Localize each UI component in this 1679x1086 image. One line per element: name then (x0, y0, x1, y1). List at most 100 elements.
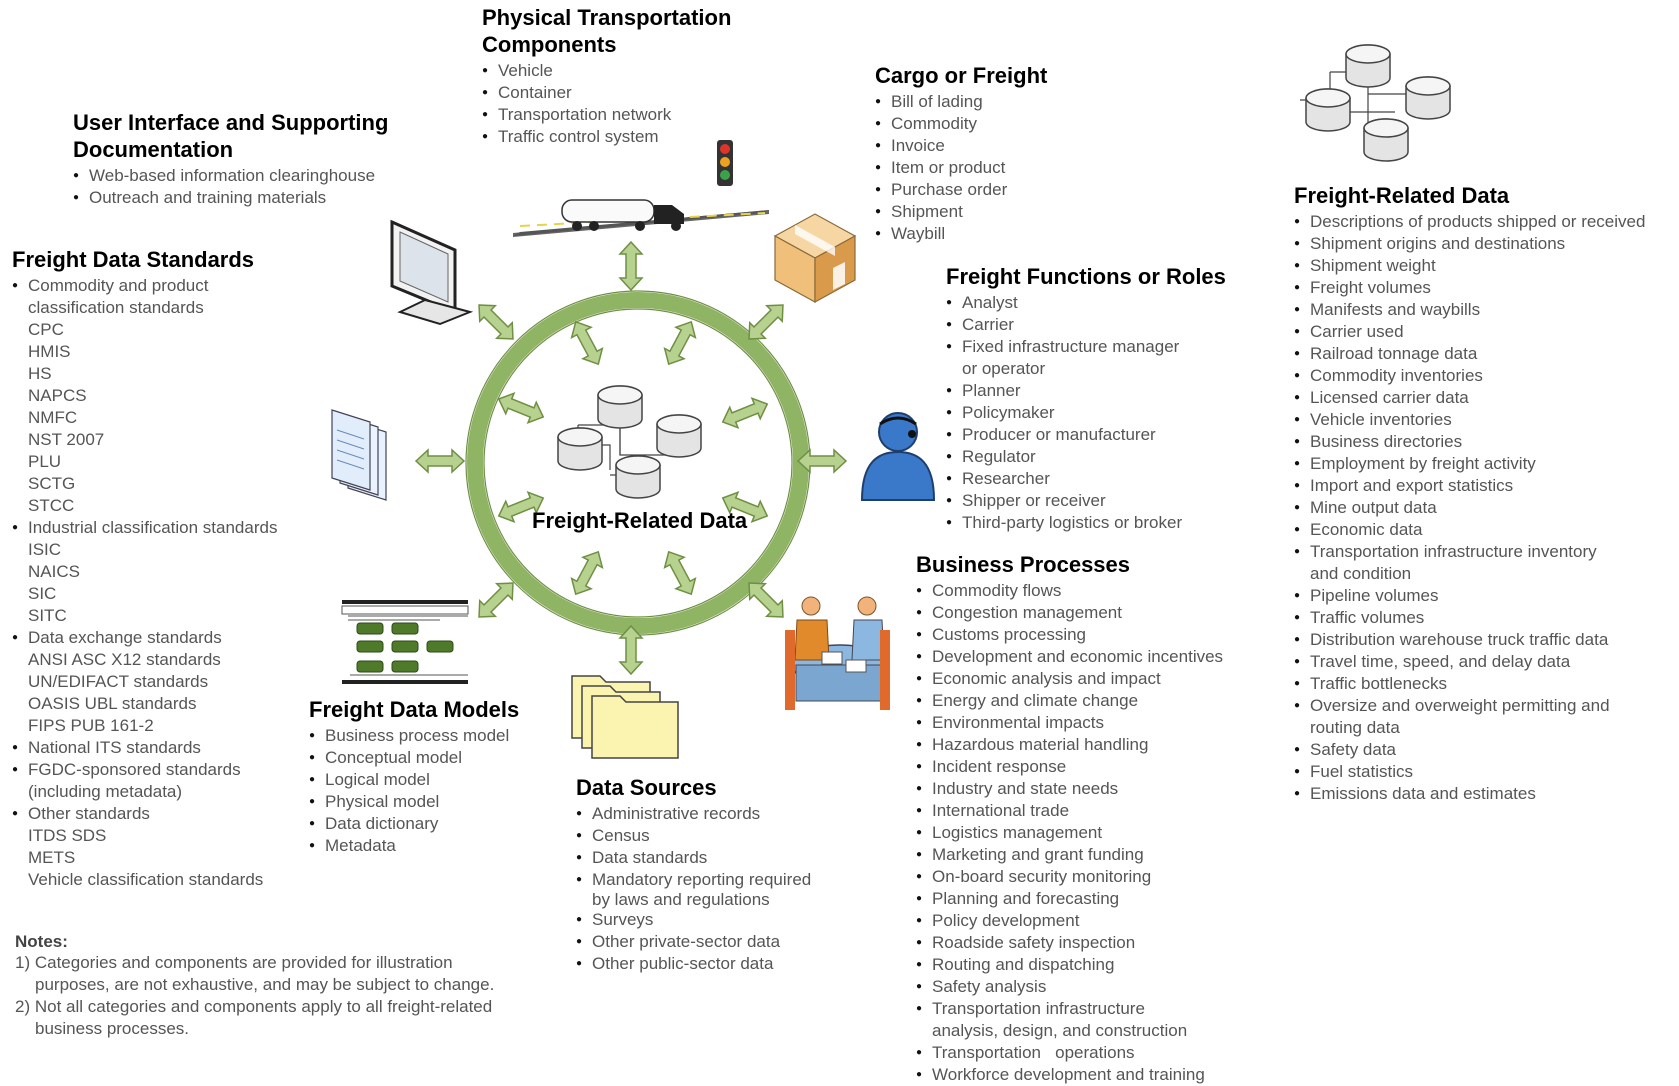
sub-item: FIPS PUB 161-2 (28, 716, 154, 735)
list-item: Import and export statistics (1294, 475, 1645, 497)
ui-section: User Interface and Supporting Documentat… (73, 109, 388, 209)
list-item: Business process model (309, 725, 519, 747)
list-item: Industrial classification standards (12, 517, 277, 539)
list-item: Data standards (576, 847, 811, 869)
list-item: Shipper or receiver (946, 490, 1226, 512)
list-item: Shipment origins and destinations (1294, 233, 1645, 255)
list-item: Transportation infrastructure inventorya… (1294, 541, 1645, 585)
models-list: Business process model Conceptual model … (309, 725, 519, 857)
sub-item: NST 2007 (28, 430, 105, 449)
list-item: Metadata (309, 835, 519, 857)
list-item: Development and economic incentives (916, 646, 1223, 668)
sub-item: ISIC (28, 540, 62, 559)
list-item: Incident response (916, 756, 1223, 778)
list-item: Energy and climate change (916, 690, 1223, 712)
list-item: Planning and forecasting (916, 888, 1223, 910)
list-item: Producer or manufacturer (946, 424, 1226, 446)
processes-list: Commodity flows Congestion management Cu… (916, 580, 1223, 1086)
frd-list: Descriptions of products shipped or rece… (1294, 211, 1645, 805)
documents-icon (331, 409, 387, 501)
list-item: Commodity inventories (1294, 365, 1645, 387)
notes-heading: Notes: (15, 932, 68, 951)
physical-components-section: Physical Transportation Components Vehic… (482, 4, 731, 148)
list-item: Transportation network (482, 104, 731, 126)
sub-item: SCTG (28, 474, 76, 493)
list-item: Traffic bottlenecks (1294, 673, 1645, 695)
person-icon (860, 412, 936, 501)
list-item: Safety analysis (916, 976, 1223, 998)
sources-list: Administrative records Census Data stand… (576, 803, 811, 975)
list-item: Emissions data and estimates (1294, 783, 1645, 805)
note-1-line-1: 1) Categories and components are provide… (15, 953, 453, 972)
list-item: Safety data (1294, 739, 1645, 761)
list-item: Oversize and overweight permitting andro… (1294, 695, 1645, 739)
list-item: Other private-sector data (576, 931, 811, 953)
list-item: Other public-sector data (576, 953, 811, 975)
list-item: Outreach and training materials (73, 187, 388, 209)
sub-item: Vehicle classification standards (28, 870, 264, 889)
list-item: Physical model (309, 791, 519, 813)
sub-item: HMIS (28, 342, 71, 361)
list-item: Surveys (576, 909, 811, 931)
sources-title: Data Sources (576, 775, 717, 800)
list-item: Regulator (946, 446, 1226, 468)
sub-item: NAPCS (28, 386, 87, 405)
list-item: Administrative records (576, 803, 811, 825)
list-item: Traffic control system (482, 126, 731, 148)
note-1-line-2: purposes, are not exhaustive, and may be… (35, 975, 495, 994)
list-item: Third-party logistics or broker (946, 512, 1226, 534)
list-item: Census (576, 825, 811, 847)
sub-item: SITC (28, 606, 67, 625)
list-item: Distribution warehouse truck traffic dat… (1294, 629, 1645, 651)
list-item: Marketing and grant funding (916, 844, 1223, 866)
ui-list: Web-based information clearinghouse Outr… (73, 165, 388, 209)
list-item: Carrier used (1294, 321, 1645, 343)
list-item: Waybill (875, 223, 1047, 245)
list-item: Manifests and waybills (1294, 299, 1645, 321)
sub-item: HS (28, 364, 52, 383)
list-item: International trade (916, 800, 1223, 822)
physical-title-1: Physical Transportation (482, 5, 732, 30)
list-item: Policymaker (946, 402, 1226, 424)
list-item: Item or product (875, 157, 1047, 179)
list-item: Policy development (916, 910, 1223, 932)
list-item: Descriptions of products shipped or rece… (1294, 211, 1645, 233)
meeting-icon (785, 596, 890, 710)
sub-item: STCC (28, 496, 75, 515)
note-2-line-2: business processes. (35, 1019, 190, 1038)
list-item: Environmental impacts (916, 712, 1223, 734)
frd-title: Freight-Related Data (1294, 183, 1510, 208)
data-model-icon (341, 600, 469, 684)
sub-item: OASIS UBL standards (28, 694, 197, 713)
list-item: Business directories (1294, 431, 1645, 453)
list-item: Economic data (1294, 519, 1645, 541)
processes-title: Business Processes (916, 552, 1131, 577)
sources-section: Data Sources Administrative records Cens… (576, 774, 811, 975)
sub-item: CPC (28, 320, 64, 339)
list-item: Planner (946, 380, 1226, 402)
list-item: Industry and state needs (916, 778, 1223, 800)
list-item: Data exchange standards (12, 627, 277, 649)
list-item: Licensed carrier data (1294, 387, 1645, 409)
list-item: Shipment (875, 201, 1047, 223)
list-item: Employment by freight activity (1294, 453, 1645, 475)
list-item: Workforce development and training (916, 1064, 1223, 1086)
roles-section: Freight Functions or Roles Analyst Carri… (946, 263, 1226, 534)
sub-item: UN/EDIFACT standards (28, 672, 209, 691)
list-item: Carrier (946, 314, 1226, 336)
list-item: Data dictionary (309, 813, 519, 835)
list-item: Other standards (12, 803, 277, 825)
sub-item: NAICS (28, 562, 80, 581)
list-item: Customs processing (916, 624, 1223, 646)
list-item: National ITS standards (12, 737, 277, 759)
list-item: Hazardous material handling (916, 734, 1223, 756)
list-item: Traffic volumes (1294, 607, 1645, 629)
center-label: Freight-Related Data (532, 508, 748, 533)
list-item: Vehicle inventories (1294, 409, 1645, 431)
sub-item: SIC (28, 584, 57, 603)
frd-section: Freight-Related Data Descriptions of pro… (1294, 182, 1645, 805)
